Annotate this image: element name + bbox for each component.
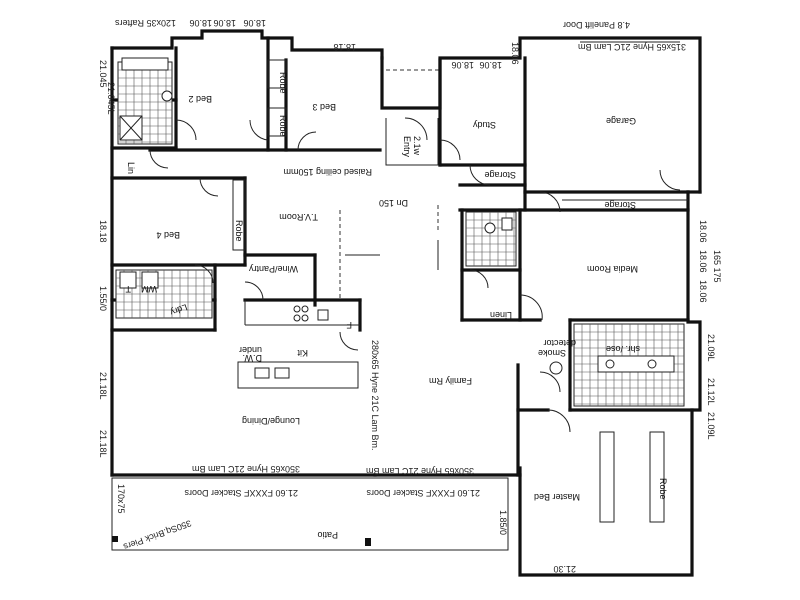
room-label-linen: Linen xyxy=(490,310,512,320)
dim-top-6: 18.06 xyxy=(451,60,474,70)
room-label-detector: detector xyxy=(543,338,576,348)
dim-right-3: 18.06 xyxy=(698,280,708,303)
dim-garage-door: 4.8 Panelift Door xyxy=(563,20,630,30)
dim-right-6: 21.12L xyxy=(706,378,716,406)
ensuite-right xyxy=(465,211,517,267)
dim-stacker-1: 21.60 FXXXF Stacker Doors xyxy=(184,488,298,498)
dim-top-7: 18.06 xyxy=(479,60,502,70)
room-label-garage: Garage xyxy=(606,116,636,126)
bathroom-top-left xyxy=(117,57,173,145)
room-label-master: Master Bed xyxy=(534,492,580,502)
fixture-label-wm: WM xyxy=(141,284,157,294)
room-label-bed2: Bed 2 xyxy=(188,94,212,104)
dim-brick-piers: 350Sq.Brick Piers xyxy=(122,518,193,552)
smoke-detector-icon xyxy=(549,361,563,375)
room-label-lin: Lin xyxy=(126,162,136,174)
dim-beam-vertical: 280x65 Hyne 21C Lam Bm. xyxy=(370,340,380,451)
dim-right-5: 21.09L xyxy=(706,334,716,362)
dim-right-7: 21.09L xyxy=(706,412,716,440)
room-label-wine-pantry: Wine/Pantry xyxy=(248,264,298,274)
dim-garage-beam: 315x65 Hyne 21C Lam Bm xyxy=(578,42,686,52)
dim-185: 1.85/0 xyxy=(498,510,508,535)
room-label-dw: D.W. xyxy=(243,353,263,363)
room-label-lounge: Lounge/Dining xyxy=(242,416,300,426)
dim-rafters: 120x35 Rafters xyxy=(114,18,176,28)
dim-left-2: 21.045L xyxy=(106,82,116,115)
dim-top-5: 18.18 xyxy=(333,42,356,52)
room-label-smoke: Smoke xyxy=(538,348,566,358)
dim-top-2: 18.06 xyxy=(189,18,212,28)
room-label-entry: Entry xyxy=(402,136,412,158)
dim-stacker-2: 21.60 FXXXF Stacker Doors xyxy=(366,488,480,498)
dim-beam-2: 350x65 Hyne 21C Lam Bm xyxy=(366,466,474,476)
ensuite-master xyxy=(573,323,685,407)
door-swings xyxy=(149,117,681,433)
dim-left-6: 21.18L xyxy=(98,430,108,458)
fixtures xyxy=(232,41,688,523)
dim-left-4: 1.55/0 xyxy=(98,286,108,311)
dim-left-1: 21.045 xyxy=(98,60,108,88)
room-label-robe-2: Robe xyxy=(278,115,288,137)
room-label-bed4: Bed 4 xyxy=(156,230,180,240)
room-label-under: under xyxy=(239,345,262,355)
room-label-robe-3: Robe xyxy=(234,220,244,242)
dim-left-3: 18.18 xyxy=(98,220,108,243)
dim-bottom: 21.30 xyxy=(553,564,576,574)
dim-top-3: 18.06 xyxy=(213,18,236,28)
dim-top-8: 18.06 xyxy=(510,42,520,65)
fixture-label-t: T xyxy=(125,284,131,294)
dim-beam-1: 350x65 Hyne 21C Lam Bm xyxy=(192,464,300,474)
fixture-label-f: F xyxy=(346,320,352,330)
room-label-storage-1: Storage xyxy=(484,170,516,180)
room-label-family: Family Rm xyxy=(429,376,472,386)
room-label-robe-4: Robe xyxy=(658,478,668,500)
dim-right-4: 165 175 xyxy=(712,250,722,283)
dim-right-2: 18.06 xyxy=(698,250,708,273)
room-label-storage-2: Storage xyxy=(604,200,636,210)
laundry xyxy=(115,269,213,319)
outer-walls xyxy=(110,29,702,577)
room-label-media: Media Room xyxy=(587,264,638,274)
room-label-entry-size: 2.1w xyxy=(412,136,422,156)
room-label-bed3: Bed 3 xyxy=(312,102,336,112)
room-label-shower: shr. /ose xyxy=(606,344,640,354)
room-label-kit: Kit xyxy=(297,348,308,358)
dim-left-7: 170x75 xyxy=(116,484,126,514)
dim-top-4: 18.06 xyxy=(243,18,266,28)
room-label-tv-room: T.V.Room xyxy=(279,212,318,222)
room-label-raised-ceiling: Raised ceiling 150mm xyxy=(283,167,372,177)
room-label-robe-1: Robe xyxy=(278,72,288,94)
room-label-study: Study xyxy=(472,120,496,130)
room-label-patio: Patio xyxy=(317,530,338,540)
dim-right-1: 18.06 xyxy=(698,220,708,243)
room-label-dn: Dn 150 xyxy=(379,198,408,208)
dim-left-5: 21.18L xyxy=(98,372,108,400)
interior-walls xyxy=(110,36,694,477)
